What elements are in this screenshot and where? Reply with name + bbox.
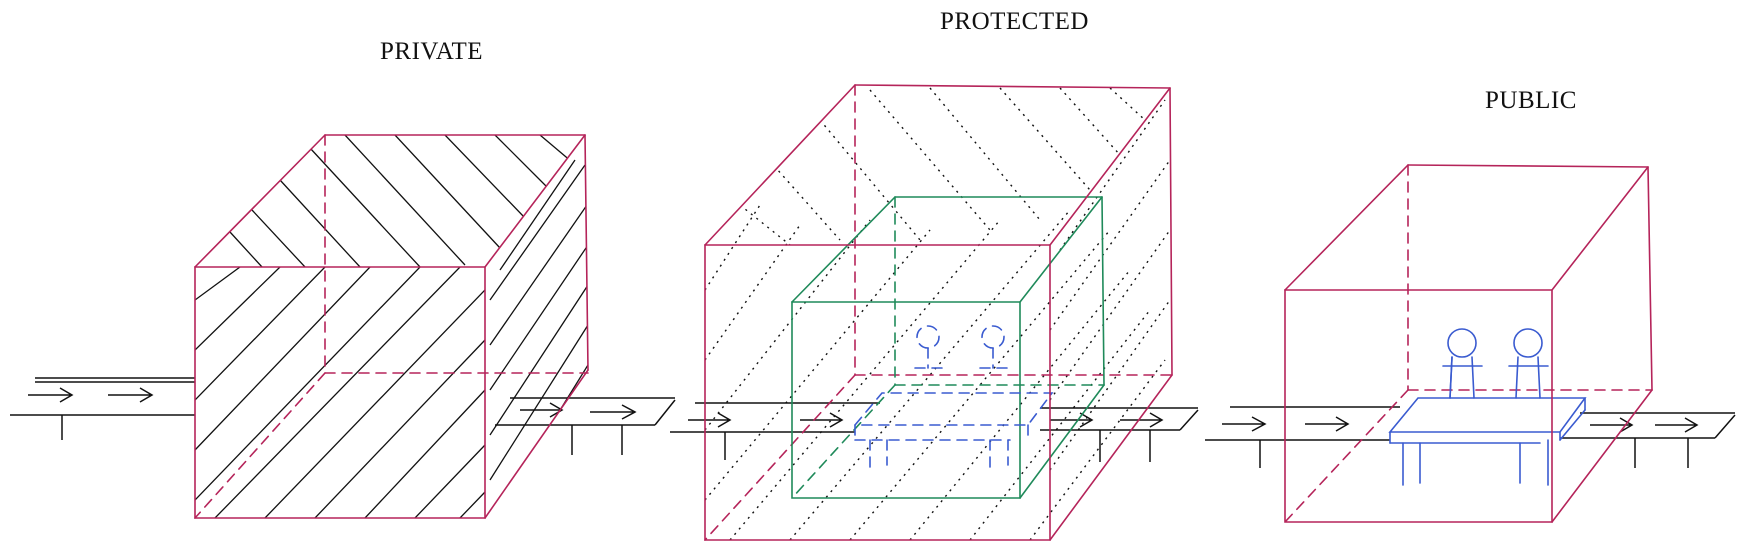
protected-section xyxy=(670,84,1199,541)
public-box xyxy=(1284,164,1653,523)
protected-inner-box xyxy=(791,196,1105,499)
public-people-and-table xyxy=(1388,328,1587,486)
private-label: PRIVATE xyxy=(380,38,484,65)
public-conveyor-out xyxy=(1560,412,1736,468)
protected-people-and-table xyxy=(853,325,1054,471)
private-top-hatch xyxy=(229,135,573,267)
protected-conveyor-out xyxy=(1040,407,1199,462)
public-label: PUBLIC xyxy=(1485,87,1577,114)
protected-box xyxy=(704,84,1173,541)
private-conveyor-out xyxy=(495,397,676,455)
protected-conveyor-in xyxy=(670,402,880,460)
protected-label: PROTECTED xyxy=(940,8,1089,35)
protected-dotted-hatch xyxy=(705,87,1171,540)
public-conveyor-in xyxy=(1205,406,1400,468)
private-front-hatch xyxy=(195,267,485,518)
protected-hidden-edges xyxy=(704,84,1173,541)
private-section xyxy=(10,134,676,519)
private-side-hatch xyxy=(489,159,588,516)
public-section xyxy=(1205,164,1736,523)
protected-inner-hidden-edges xyxy=(791,196,1105,499)
public-hidden-edges xyxy=(1284,164,1653,523)
private-conveyor-in xyxy=(10,377,195,440)
private-hidden-edges xyxy=(194,134,589,519)
private-box xyxy=(194,134,589,519)
